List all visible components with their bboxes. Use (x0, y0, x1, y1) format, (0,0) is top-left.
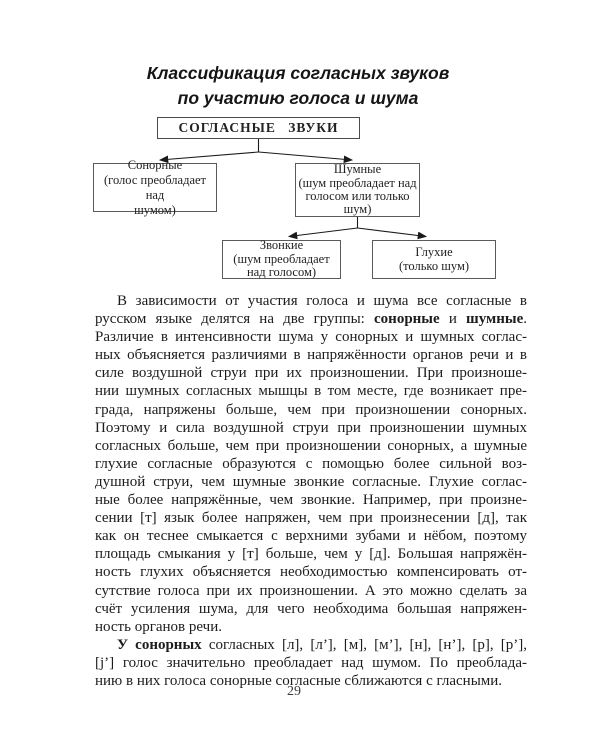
diagram-node-noisy-note: (шум преобладает над голосом или только … (298, 175, 417, 217)
page-number: 29 (287, 684, 301, 699)
text-line: как он теснее смыкается с верхними зубам… (95, 528, 527, 545)
text-line: площадь смыкания у [т] больше, чем у [д]… (95, 546, 527, 563)
diagram-node-sonorous: Сонорные (голос преобладает над шумом) (93, 158, 217, 217)
text-line: У сонорных согласных [л], [л’], [м], [м’… (117, 636, 527, 653)
diagram-node-voiced: Звонкие (шум преобладает над голосом) (222, 238, 341, 280)
text-line: В зависимости от участия голоса и шума в… (117, 293, 527, 309)
text-line: града, напряжены больше, чем при произно… (95, 401, 527, 418)
text-line: русском языке делятся на две группы: сон… (95, 311, 527, 328)
diagram-node-voiced-note: (шум преобладает над голосом) (233, 251, 330, 280)
text-line: счёт усиления шума, для чего необходима … (95, 600, 527, 617)
text-line: ность глухих объясняется необходимостью … (95, 564, 527, 581)
diagram-node-voiceless-note: (только шум) (398, 258, 470, 273)
text-line: [j’] голос значительно преобладает над ш… (95, 654, 527, 671)
arrow-to-noisy-icon (258, 151, 354, 164)
arrow-to-voiceless-icon (357, 227, 428, 240)
heading-line-1: Классификация согласных звуков (146, 63, 450, 83)
text-line: Поэтому и сила воздушной струи при произ… (95, 419, 527, 436)
text-line: душной струи, чем шумные звонкие согласн… (95, 473, 527, 490)
text-line: глухие согласные образуются с помощью бо… (95, 455, 527, 472)
text-line: ность органов речи. (95, 618, 222, 635)
page-heading: Классификация согласных звуков по участи… (0, 61, 596, 110)
diagram-node-noisy-label: Шумные (333, 162, 382, 177)
text-line: Различие в интенсивности шума у сонорных… (95, 329, 527, 346)
diagram-node-voiced-label: Звонкие (259, 238, 304, 253)
text-line: нию в них голоса сонорные согласные сбли… (95, 672, 503, 689)
diagram-node-consonants: СОГЛАСНЫЕ ЗВУКИ (157, 117, 360, 139)
text-line: нии шумных согласных мышцы в том месте, … (95, 383, 527, 400)
text-line: ные более напряжённые, чем звонкие. Напр… (95, 492, 527, 509)
body-text: В зависимости от участия голоса и шума в… (95, 292, 527, 690)
text-line: согласных больше, чем при произношении с… (95, 437, 527, 454)
diagram-node-noisy: Шумные (шум преобладает над голосом или … (295, 162, 420, 217)
text-line: сутствие голоса при их произношении. А э… (95, 582, 527, 599)
diagram-node-voiceless-label: Глухие (415, 245, 453, 260)
heading-line-2: по участию голоса и шума (177, 87, 419, 108)
diagram-node-sonorous-note: (голос преобладает над шумом) (103, 172, 207, 217)
diagram-node-voiceless: Глухие (только шум) (372, 240, 496, 279)
text-line: сении [т] язык более напряжен, чем при п… (95, 510, 527, 527)
text-line: ных объясняется различиями в напряжённос… (95, 347, 527, 364)
diagram-node-consonants-label: СОГЛАСНЫЕ ЗВУКИ (178, 120, 339, 136)
arrow-to-voiced-icon (287, 227, 358, 240)
diagram-node-sonorous-label: Сонорные (127, 157, 183, 172)
text-line: силе воздушной струи при их произношении… (95, 365, 527, 382)
